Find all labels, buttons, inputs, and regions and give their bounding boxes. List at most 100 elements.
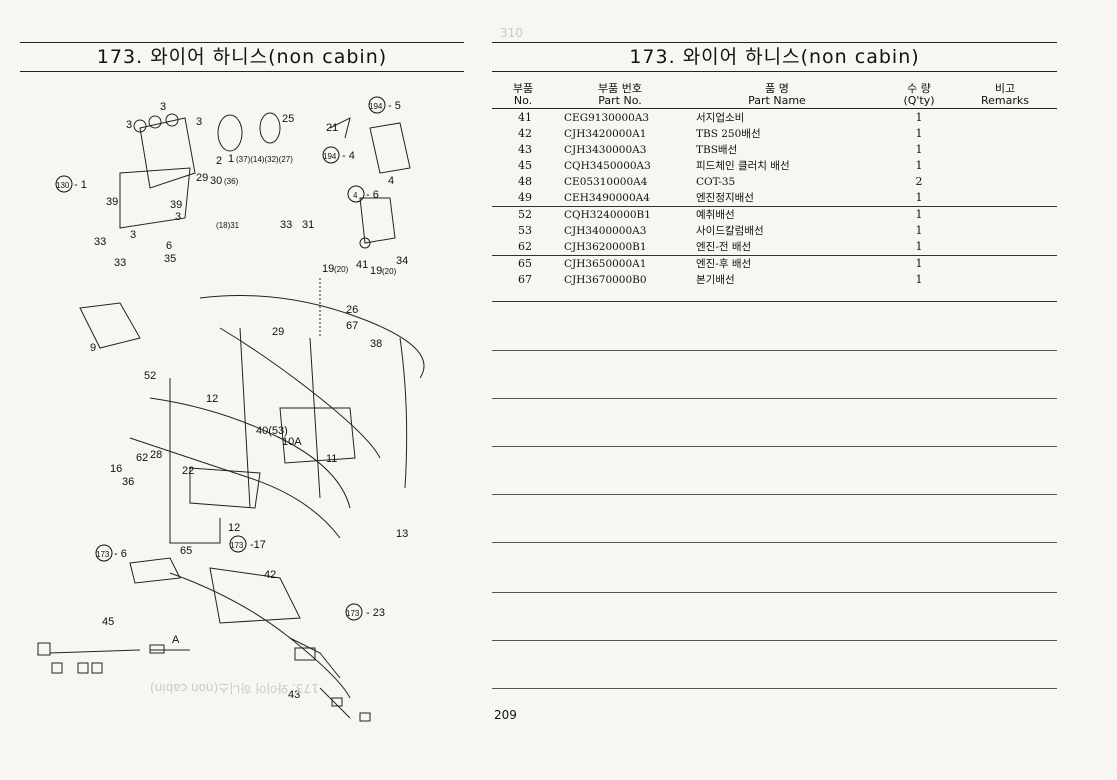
table-row: 49 CEH3490000A4 엔진정지배선 1: [492, 190, 1057, 206]
callout-label: 42: [264, 569, 276, 581]
callout-label: 12: [228, 522, 240, 534]
cell-part-name: 엔진정지배선: [696, 192, 754, 204]
table-row: 62 CJH3620000B1 엔진-전 배선 1: [492, 239, 1057, 255]
cell-part-name: 예취배선: [696, 209, 735, 221]
callout-label: 65: [180, 545, 192, 557]
cell-qty: 1: [915, 127, 923, 140]
cell-no: 42: [518, 127, 532, 140]
cell-part-name: 피드체인 클러치 배선: [696, 160, 790, 172]
cell-qty: 1: [915, 191, 923, 204]
cell-no: 49: [518, 191, 532, 204]
cell-qty: 1: [915, 111, 923, 124]
callout-label: 173: [230, 541, 244, 550]
cell-part-no: CJH3620000B1: [564, 241, 647, 253]
callout-label: - 4: [342, 150, 355, 162]
cell-part-no: CEG9130000A3: [564, 112, 650, 124]
header-part-no: 부품 번호 Part No.: [580, 83, 660, 107]
header-remarks: 비고 Remarks: [970, 83, 1040, 107]
header-qty-ko: 수 량: [907, 82, 931, 95]
callout-label: 13: [396, 528, 408, 540]
cell-part-name: 본기배선: [696, 274, 735, 286]
callout-label: 25: [282, 113, 294, 125]
callout-label: 173: [96, 550, 110, 559]
header-no: 부품 No.: [506, 83, 540, 107]
table-divider: [492, 446, 1057, 447]
callout-label: 39: [170, 199, 182, 211]
table-row: 42 CJH3420000A1 TBS 250배선 1: [492, 126, 1057, 142]
callout-label: 12: [206, 393, 218, 405]
callout-label: 3: [175, 211, 181, 223]
callout-label: 4: [388, 175, 394, 187]
callout-label: 39: [106, 196, 118, 208]
callout-label: (18)31: [216, 221, 240, 230]
cell-no: 41: [518, 111, 532, 124]
header-part-name: 품 명 Part Name: [722, 83, 832, 107]
callout-label: - 6: [114, 548, 127, 560]
cell-no: 65: [518, 257, 532, 270]
callout-label: 10A: [282, 436, 302, 448]
callout-label: 33: [280, 219, 292, 231]
table-divider: [492, 688, 1057, 689]
table-row: 45 CQH3450000A3 피드체인 클러치 배선 1: [492, 158, 1057, 174]
cell-qty: 1: [915, 208, 923, 221]
cell-no: 67: [518, 273, 532, 286]
callout-label: 26: [346, 304, 358, 316]
cell-part-no: CQH3240000B1: [564, 209, 651, 221]
callout-label: 6: [166, 240, 172, 252]
callout-label: 35: [164, 253, 176, 265]
header-part-ko: 부품 번호: [598, 82, 642, 95]
cell-part-name: TBS 250배선: [696, 128, 761, 140]
table-row: 53 CJH3400000A3 사이드칼럼배선 1: [492, 223, 1057, 239]
page-number: 209: [494, 708, 517, 722]
header-remarks-en: Remarks: [981, 94, 1029, 107]
header-part-en: Part No.: [598, 94, 642, 107]
callout-label: 62: [136, 452, 148, 464]
header-remarks-ko: 비고: [994, 82, 1016, 95]
callout-label: 30: [210, 175, 222, 187]
callout-label: 2: [216, 155, 222, 167]
cell-part-name: TBS배선: [696, 144, 738, 156]
cell-part-name: 엔진-후 배선: [696, 258, 752, 270]
callout-label: 11: [326, 453, 337, 465]
table-row: 52 CQH3240000B1 예취배선 1: [492, 206, 1057, 223]
cell-no: 45: [518, 159, 532, 172]
left-page: 173. 와이어 하니스(non cabin): [0, 0, 470, 780]
callout-label: 1: [228, 153, 234, 165]
header-no-en: No.: [513, 94, 533, 107]
callout-label: - 6: [366, 189, 379, 201]
cell-no: 53: [518, 224, 532, 237]
table-row: 41 CEG9130000A3 서지업소비 1: [492, 110, 1057, 126]
left-page-title: 173. 와이어 하니스(non cabin): [20, 42, 464, 72]
callout-label: 194: [369, 102, 383, 111]
right-page: 310 173. 와이어 하니스(non cabin) 부품 No. 부품 번호…: [492, 0, 1062, 780]
cell-part-no: CQH3450000A3: [564, 160, 651, 172]
callout-label: 29: [196, 172, 208, 184]
cell-part-name: 사이드칼럼배선: [696, 225, 764, 237]
header-qty: 수 량 (Q'ty): [894, 83, 944, 107]
callout-label: 33: [114, 257, 126, 269]
cell-part-name: 서지업소비: [696, 112, 745, 124]
table-divider: [492, 640, 1057, 641]
cell-no: 62: [518, 240, 532, 253]
table-divider: [492, 398, 1057, 399]
callout-label: 4: [353, 191, 358, 200]
cell-no: 43: [518, 143, 532, 156]
callout-label: 43: [288, 689, 300, 701]
cell-qty: 1: [915, 224, 923, 237]
callout-label: (20): [382, 267, 397, 276]
callout-label: 41: [356, 259, 368, 271]
table-divider: [492, 542, 1057, 543]
callout-label: 194: [323, 152, 337, 161]
callout-label: 29: [272, 326, 284, 338]
callout-label: 31: [302, 219, 314, 231]
bleed-through-number: 310: [500, 26, 523, 40]
exploded-diagram-svg: 3 3 3 25 21 194 - 5 2 1 (37)(14)(32)(27)…: [37, 96, 425, 722]
cell-part-no: CE05310000A4: [564, 176, 648, 188]
cell-qty: 1: [915, 240, 923, 253]
table-row: 67 CJH3670000B0 본기배선 1: [492, 272, 1057, 288]
callout-label: 34: [396, 255, 408, 267]
table-row: 48 CE05310000A4 COT-35 2: [492, 174, 1057, 190]
header-name-ko: 품 명: [765, 82, 789, 95]
table-row: 43 CJH3430000A3 TBS배선 1: [492, 142, 1057, 158]
callout-label: (36): [224, 177, 239, 186]
